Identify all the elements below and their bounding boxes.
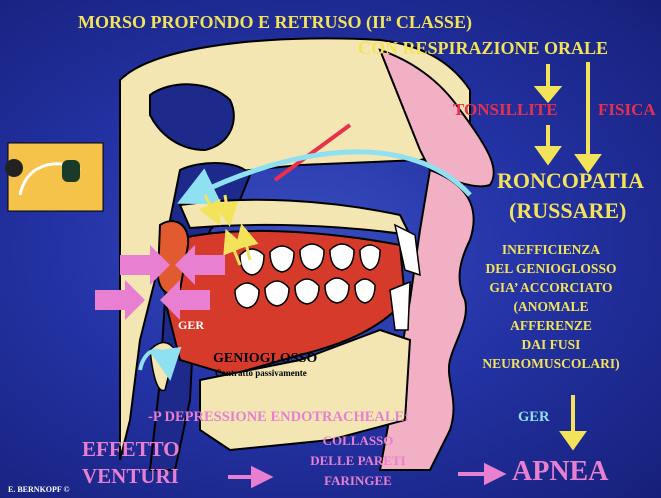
lower-incisor [390,282,410,330]
contratto-label: Contratto passivamente [215,368,307,378]
title-line2: CON RESPIRAZIONE ORALE [358,38,608,59]
inefficienza-line: NEUROMUSCOLARI) [451,354,651,373]
inefficienza-line: AFFERENZE [451,316,651,335]
fisica-label: FISICA [598,100,656,120]
tonsillite-label: TONSILLITE [453,100,558,120]
venturi-label: VENTURI [82,464,179,489]
collasso-line: DELLE PARETI [278,451,438,471]
inefficienza-line: (ANOMALE [451,297,651,316]
depressione-label: -P DEPRESSIONE ENDOTRACHEALE: [148,409,409,426]
inset-image [8,143,103,211]
credit-label: E. BERNKOPF © [8,485,69,494]
inefficienza-block: INEFFICIENZA DEL GENIOGLOSSO GIA’ ACCORC… [451,240,651,373]
apnea-label: APNEA [512,456,608,488]
inefficienza-line: DAI FUSI [451,335,651,354]
title-line1: MORSO PROFONDO E RETRUSO (IIª CLASSE) [78,12,472,33]
collasso-block: COLLASSO DELLE PARETI FARINGEE [278,431,438,491]
inefficienza-line: INEFFICIENZA [451,240,651,259]
collasso-line: FARINGEE [278,471,438,491]
ger-label: GER [178,318,204,333]
roncopatia-label: RONCOPATIA [497,168,644,194]
palate [180,200,410,235]
effetto-label: EFFETTO [82,437,180,462]
inefficienza-line: DEL GENIOGLOSSO [451,259,651,278]
russare-label: (RUSSARE) [509,198,626,224]
depressione-ger-label: GER [518,409,549,426]
genioglosso-label: GENIOGLOSSO [213,351,317,367]
collasso-line: COLLASSO [278,431,438,451]
inefficienza-line: GIA’ ACCORCIATO [451,278,651,297]
